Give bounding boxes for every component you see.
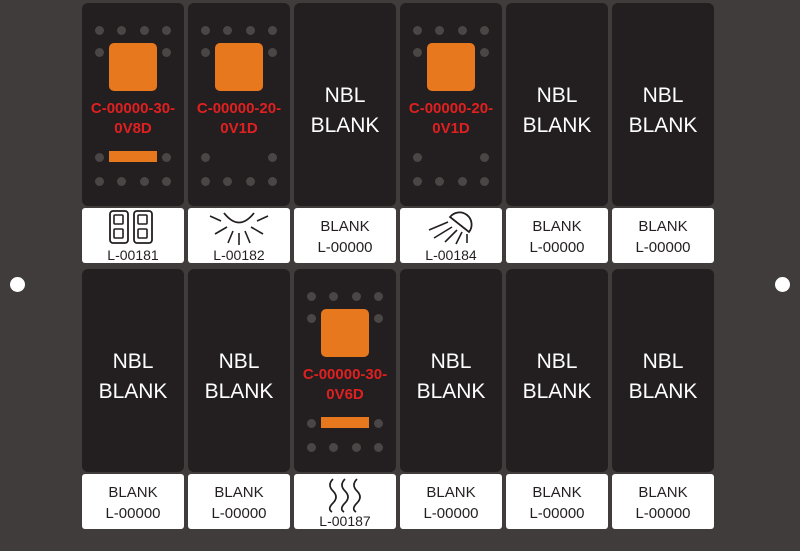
rocker-switch-r1-c4[interactable]: C-00000-20-0V1D (400, 3, 502, 206)
legend-code: L-00181 (107, 247, 159, 263)
rocker-switch-r1-c1[interactable]: C-00000-30-0V8D (82, 3, 184, 206)
legend-label-r1-c1: L-00181 (82, 208, 184, 263)
dot-row (201, 153, 277, 162)
legend-text: BLANK (532, 218, 582, 235)
dot-row (201, 26, 277, 35)
dot-row (413, 26, 489, 35)
legend-label-r1-c6: BLANK L-00000 (612, 208, 714, 263)
legend-text: BLANK (320, 218, 370, 235)
mounting-hole-right (775, 277, 790, 292)
legend-code: L-00000 (105, 505, 161, 522)
legend-label-r2-c2: BLANK L-00000 (188, 474, 290, 529)
legend-text: BLANK (108, 484, 158, 501)
legend-code: L-00000 (423, 505, 479, 522)
dot-row (413, 48, 489, 57)
dot-row (307, 419, 383, 428)
legend-code: L-00187 (319, 513, 371, 529)
dot-row (307, 443, 383, 452)
switch-code: C-00000-30-0V6D (302, 366, 388, 403)
indicator-lamp (321, 309, 369, 357)
legend-code: L-00184 (425, 247, 477, 263)
legend-code: L-00000 (635, 505, 691, 522)
dot-row (307, 292, 383, 301)
indicator-lamp (215, 43, 263, 91)
work-light-icon (209, 212, 269, 245)
legend-text: BLANK (426, 484, 476, 501)
legend-text: BLANK (214, 484, 264, 501)
indicator-lamp (109, 43, 157, 91)
legend-label-r1-c2: L-00182 (188, 208, 290, 263)
legend-label-r2-c6: BLANK L-00000 (612, 474, 714, 529)
legend-label-r2-c4: BLANK L-00000 (400, 474, 502, 529)
indicator-bar (109, 151, 157, 162)
dot-row (95, 26, 171, 35)
legend-label-r2-c5: BLANK L-00000 (506, 474, 608, 529)
flood-light-icon (428, 211, 473, 245)
legend-label-r2-c1: BLANK L-00000 (82, 474, 184, 529)
dot-row (307, 314, 383, 323)
legend-label-r1-c5: BLANK L-00000 (506, 208, 608, 263)
heat-icon (328, 478, 361, 513)
mounting-hole-left (10, 277, 25, 292)
switch-code: C-00000-20-0V1D (196, 100, 282, 137)
rocker-switch-r2-c3[interactable]: C-00000-30-0V6D (294, 269, 396, 472)
legend-code: L-00000 (635, 239, 691, 256)
indicator-bar (321, 417, 369, 428)
dot-row (95, 177, 171, 186)
legend-code: L-00000 (317, 239, 373, 256)
legend-text: BLANK (532, 484, 582, 501)
legend-label-r2-c3: L-00187 (294, 474, 396, 529)
legend-text: BLANK (638, 484, 688, 501)
dot-row (413, 177, 489, 186)
legend-code: L-00000 (529, 505, 585, 522)
switch-code: C-00000-30-0V8D (90, 100, 176, 137)
legend-text: BLANK (638, 218, 688, 235)
switch-code: C-00000-20-0V1D (408, 100, 494, 137)
dot-row (201, 48, 277, 57)
legend-label-r1-c3: BLANK L-00000 (294, 208, 396, 263)
legend-code: L-00000 (529, 239, 585, 256)
indicator-lamp (427, 43, 475, 91)
legend-code: L-00000 (211, 505, 267, 522)
dot-row (201, 177, 277, 186)
dot-row (413, 153, 489, 162)
dual-switch-icon (109, 210, 153, 244)
dot-row (95, 153, 171, 162)
legend-label-r1-c4: L-00184 (400, 208, 502, 263)
dot-row (95, 48, 171, 57)
legend-code: L-00182 (213, 247, 265, 263)
rocker-switch-r1-c2[interactable]: C-00000-20-0V1D (188, 3, 290, 206)
